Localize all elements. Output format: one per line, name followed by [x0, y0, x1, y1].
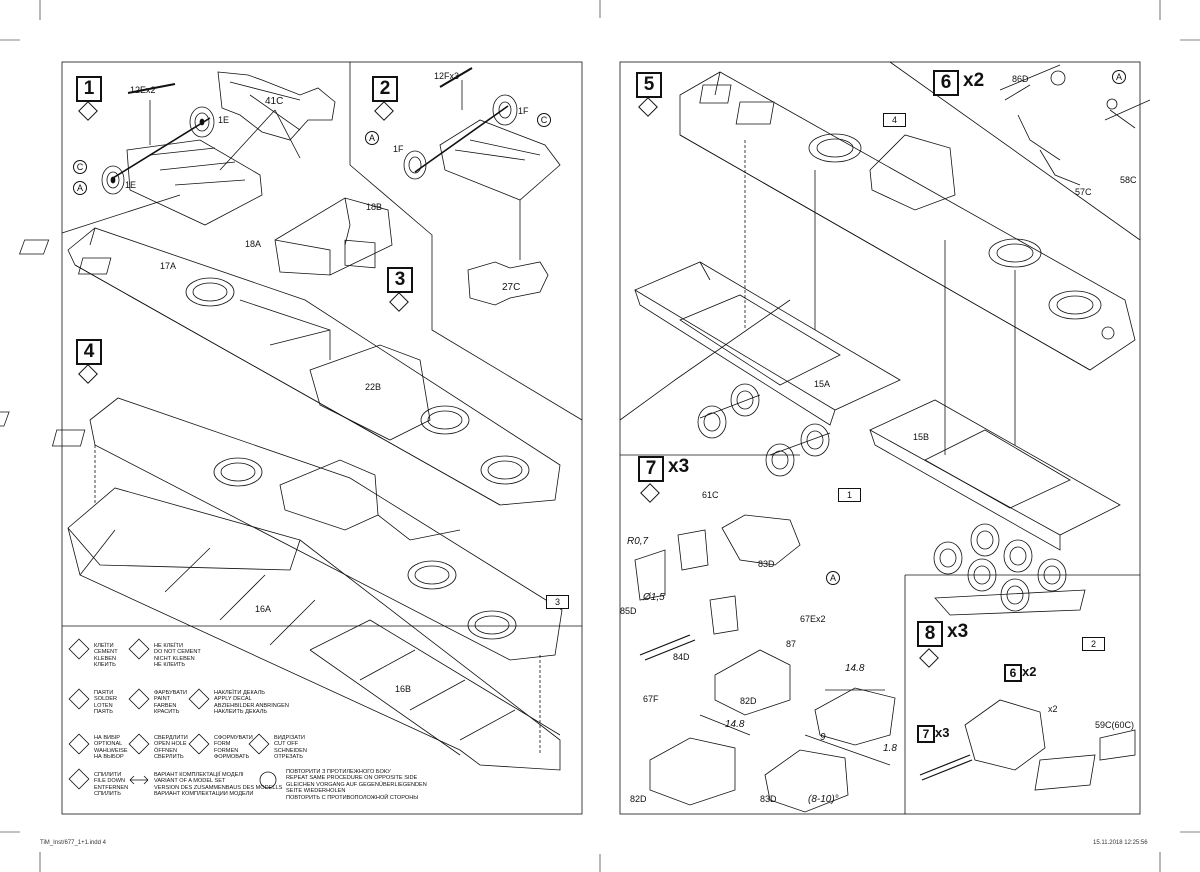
step1-drawing: [101, 71, 336, 226]
callout-step-4: 4: [883, 113, 907, 127]
part-label: 58C: [1120, 175, 1137, 185]
part-label: 16B: [395, 684, 412, 694]
step3-hull: [19, 227, 561, 506]
legend-open-hole: СВЕРДЛИТИ OPEN HOLE ÖFFNEN СВЕРЛИТЬ: [154, 735, 188, 761]
step-5-number: 5: [636, 72, 662, 98]
part-label: 15B: [913, 432, 930, 442]
part-label: 1F: [518, 106, 529, 116]
part-label: 18B: [366, 202, 383, 212]
dimension-label: Ø1,5: [643, 592, 665, 603]
step-2-number: 2: [372, 76, 398, 102]
step-6-multiplier: x2: [963, 70, 985, 91]
sub-step-7-multiplier: x3: [935, 725, 950, 740]
part-label: 59C(60C): [1095, 720, 1135, 730]
right-dividers: [619, 61, 1141, 814]
dimension-label: 9: [820, 732, 826, 743]
part-label: 22B: [365, 382, 382, 392]
part-label: 15A: [814, 379, 831, 389]
part-label: 41C: [265, 96, 284, 107]
part-label: 67Ex2: [800, 614, 826, 624]
legend-icons: [68, 638, 277, 790]
part-label: 87: [786, 639, 797, 649]
part-label: 1E: [125, 180, 137, 190]
dimension-label: R0,7: [627, 536, 649, 547]
part-label: 27C: [502, 282, 521, 293]
step5-hull: [634, 71, 1136, 551]
part-label: 61C: [702, 490, 719, 500]
part-label: 16A: [255, 604, 272, 614]
callout-step-3: 3: [546, 595, 570, 609]
legend-optional: НА ВИБІР OPTIONAL WAHLWEISE НА ВЫБОР: [94, 735, 128, 761]
left-page-frame: [61, 61, 583, 815]
legend-file-down: СПИЛИТИ FILE DOWN ENTFERNEN СПИЛИТЬ: [94, 772, 129, 798]
callout-step-1: 1: [838, 488, 862, 502]
part-label: 83D: [758, 559, 775, 569]
sub-step-6-ref: 6: [1004, 664, 1022, 682]
legend-do-not-cement: НЕ КЛЕЇТИ DO NOT CEMENT NICHT KLEBEN НЕ …: [154, 643, 201, 669]
part-label: 82D: [630, 794, 647, 804]
dimension-label: (8-10)°: [808, 794, 839, 805]
footer-date: 15.11.2018 12:25:56: [1093, 840, 1148, 846]
step-1-number: 1: [76, 76, 102, 102]
part-label: 83D: [760, 794, 777, 804]
part-label: 1E: [218, 115, 230, 125]
legend-apply-decal: НАКЛЕЇТИ ДЕКАЛЬ APPLY DECAL ABZIEHBILDER…: [214, 690, 289, 716]
part-label: 82D: [740, 696, 757, 706]
step-8-multiplier: x3: [947, 621, 969, 642]
legend-variant: ВАРІАНТ КОМПЛЕКТАЦІЇ МОДЕЛІ VARIANT OF A…: [154, 772, 283, 798]
variant-c-marker: C: [73, 160, 87, 174]
right-page-frame: [619, 61, 1141, 815]
step-7-number: 7: [638, 456, 664, 482]
part-label: 85D: [620, 606, 637, 616]
left-dividers: [61, 62, 583, 627]
part-label: 12Ex2: [130, 85, 156, 95]
legend-cut-off: ВИДРІЗАТИ CUT OFF SCHNEIDEN ОТРЕЗАТЬ: [274, 735, 307, 761]
variant-a-marker: A: [826, 571, 840, 585]
variant-c-marker: C: [537, 113, 551, 127]
legend-paint: ФАРБУВАТИ PAINT FARBEN КРАСИТЬ: [154, 690, 187, 716]
step8-turret: [919, 699, 1136, 791]
step-6-number: 6: [933, 70, 959, 96]
step4-hull: [0, 397, 563, 771]
part-label: 1F: [393, 144, 404, 154]
legend-cement: КЛЕЇТИ CEMENT KLEBEN КЛЕИТЬ: [94, 643, 118, 669]
part-label: 57C: [1075, 187, 1092, 197]
step-8-number: 8: [917, 621, 943, 647]
variant-a-marker: A: [1112, 70, 1126, 84]
part-label: 84D: [673, 652, 690, 662]
step-4-number: 4: [76, 339, 102, 365]
step-3-number: 3: [387, 267, 413, 293]
legend-solder: ПАЯТИ SOLDER LOTEN ПАЯТЬ: [94, 690, 118, 716]
callout-step-2: 2: [1082, 637, 1106, 651]
variant-a-marker: A: [73, 181, 87, 195]
step6-parts: [999, 64, 1151, 186]
sub-step-7-ref: 7: [917, 725, 935, 743]
part-label: 17A: [160, 261, 177, 271]
step3-turret: [274, 197, 393, 276]
dimension-label: 14.8: [845, 663, 865, 674]
dimension-label: 14.8: [725, 719, 745, 730]
part-label: 67F: [643, 694, 659, 704]
part-label: 86D: [1012, 74, 1029, 84]
step2-drawing: [403, 67, 561, 306]
part-label: 12Fx3: [434, 71, 460, 81]
dimension-label: 1.8: [883, 743, 897, 754]
sub-step-6-multiplier: x2: [1022, 664, 1037, 679]
step7-parts: [634, 514, 896, 813]
footer-file: TiM_Inst/677_1+1.indd 4: [40, 840, 106, 846]
legend-repeat: ПОВТОРИТИ З ПРОТИЛЕЖНОГО БОКУ REPEAT SAM…: [286, 769, 427, 801]
wheelsets: [697, 383, 1086, 616]
part-label: x2: [1048, 704, 1058, 714]
legend-form: СФОРМУВАТИ FORM FORMEN ФОРМОВАТЬ: [214, 735, 253, 761]
variant-a-marker: A: [365, 131, 379, 145]
part-label: 18A: [245, 239, 262, 249]
step-7-multiplier: x3: [668, 456, 690, 477]
